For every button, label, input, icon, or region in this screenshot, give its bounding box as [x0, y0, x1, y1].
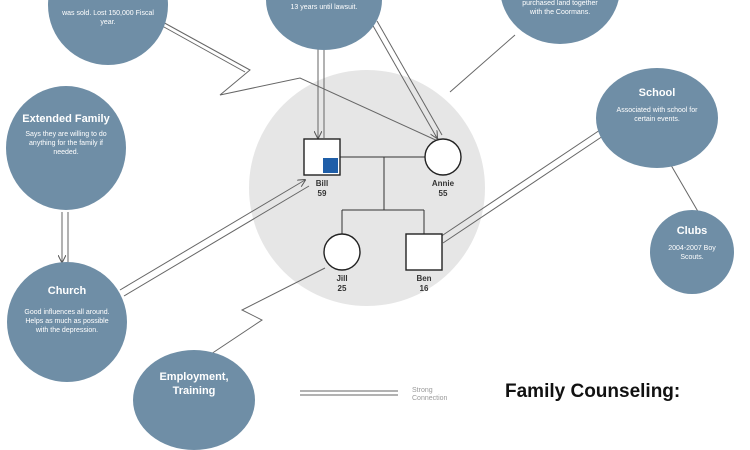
person-age: 25 [337, 284, 347, 293]
line-school-ben-b [442, 135, 604, 244]
strong-line-church-bill-b [123, 185, 310, 297]
stressful-line-topleft-annie [149, 14, 440, 142]
strong-line-topcenter-annie-b [376, 20, 443, 136]
line-school-clubs [667, 159, 701, 216]
person-label-bill: Bill 59 [292, 179, 352, 199]
person-name: Annie [431, 179, 455, 188]
person-name: Bill [315, 179, 329, 188]
person-label-jill: Jill 25 [312, 274, 372, 294]
strong-line-topcenter-annie-a [371, 23, 437, 138]
ecomap-diagram: was sold. Lost 150,000 Fiscal year. 13 y… [0, 0, 734, 450]
bubble-desc: was sold. Lost 150,000 Fiscal year. [62, 10, 154, 26]
bubble-title: Clubs [676, 225, 708, 237]
bubble-employment: Employment, Training [133, 350, 255, 450]
ben-male-symbol [405, 233, 443, 271]
bubble-church: Church Good influences all around. Helps… [7, 262, 127, 382]
stressful-line-employment-jill [204, 267, 326, 359]
bubble-desc: Good influences all around. Helps as muc… [24, 309, 110, 334]
bubble-desc: purchased land together with the Coorman… [522, 0, 598, 16]
bubble-title: Church [47, 285, 87, 297]
person-age: 59 [317, 189, 327, 198]
bubble-desc: 13 years until lawsuit. [290, 4, 358, 11]
person-name: Ben [416, 274, 432, 283]
line-school-ben-a [439, 129, 601, 238]
bubble-clubs: Clubs 2004-2007 Boy Scouts. [650, 210, 734, 294]
strong-line-second [154, 21, 246, 73]
bubble-desc: Says they are willing to do anything for… [25, 131, 107, 156]
bubble-title: Extended Family [22, 113, 110, 125]
person-name: Jill [336, 274, 348, 283]
bubble-extended-family: Extended Family Says they are willing to… [6, 86, 126, 210]
person-label-ben: Ben 16 [394, 274, 454, 294]
line-topright-household [449, 34, 516, 93]
person-label-annie: Annie 55 [413, 179, 473, 199]
person-age: 55 [438, 189, 448, 198]
bubble-school: School Associated with school for certai… [596, 68, 718, 168]
annie-female-symbol [424, 138, 462, 176]
person-age: 16 [419, 284, 429, 293]
connection-lines [0, 14, 701, 396]
bubble-title: Employment, Training [159, 371, 229, 397]
bill-indicator [323, 158, 338, 173]
page-title: Family Counseling: [505, 381, 681, 402]
strong-line-church-bill-a [119, 180, 305, 291]
bubble-title: School [638, 87, 676, 99]
jill-female-symbol [323, 233, 361, 271]
bubble-desc: 2004-2007 Boy Scouts. [668, 245, 716, 261]
bubble-desc: Associated with school for certain event… [616, 107, 698, 123]
legend-strong-label: Strong Connection [412, 387, 448, 402]
